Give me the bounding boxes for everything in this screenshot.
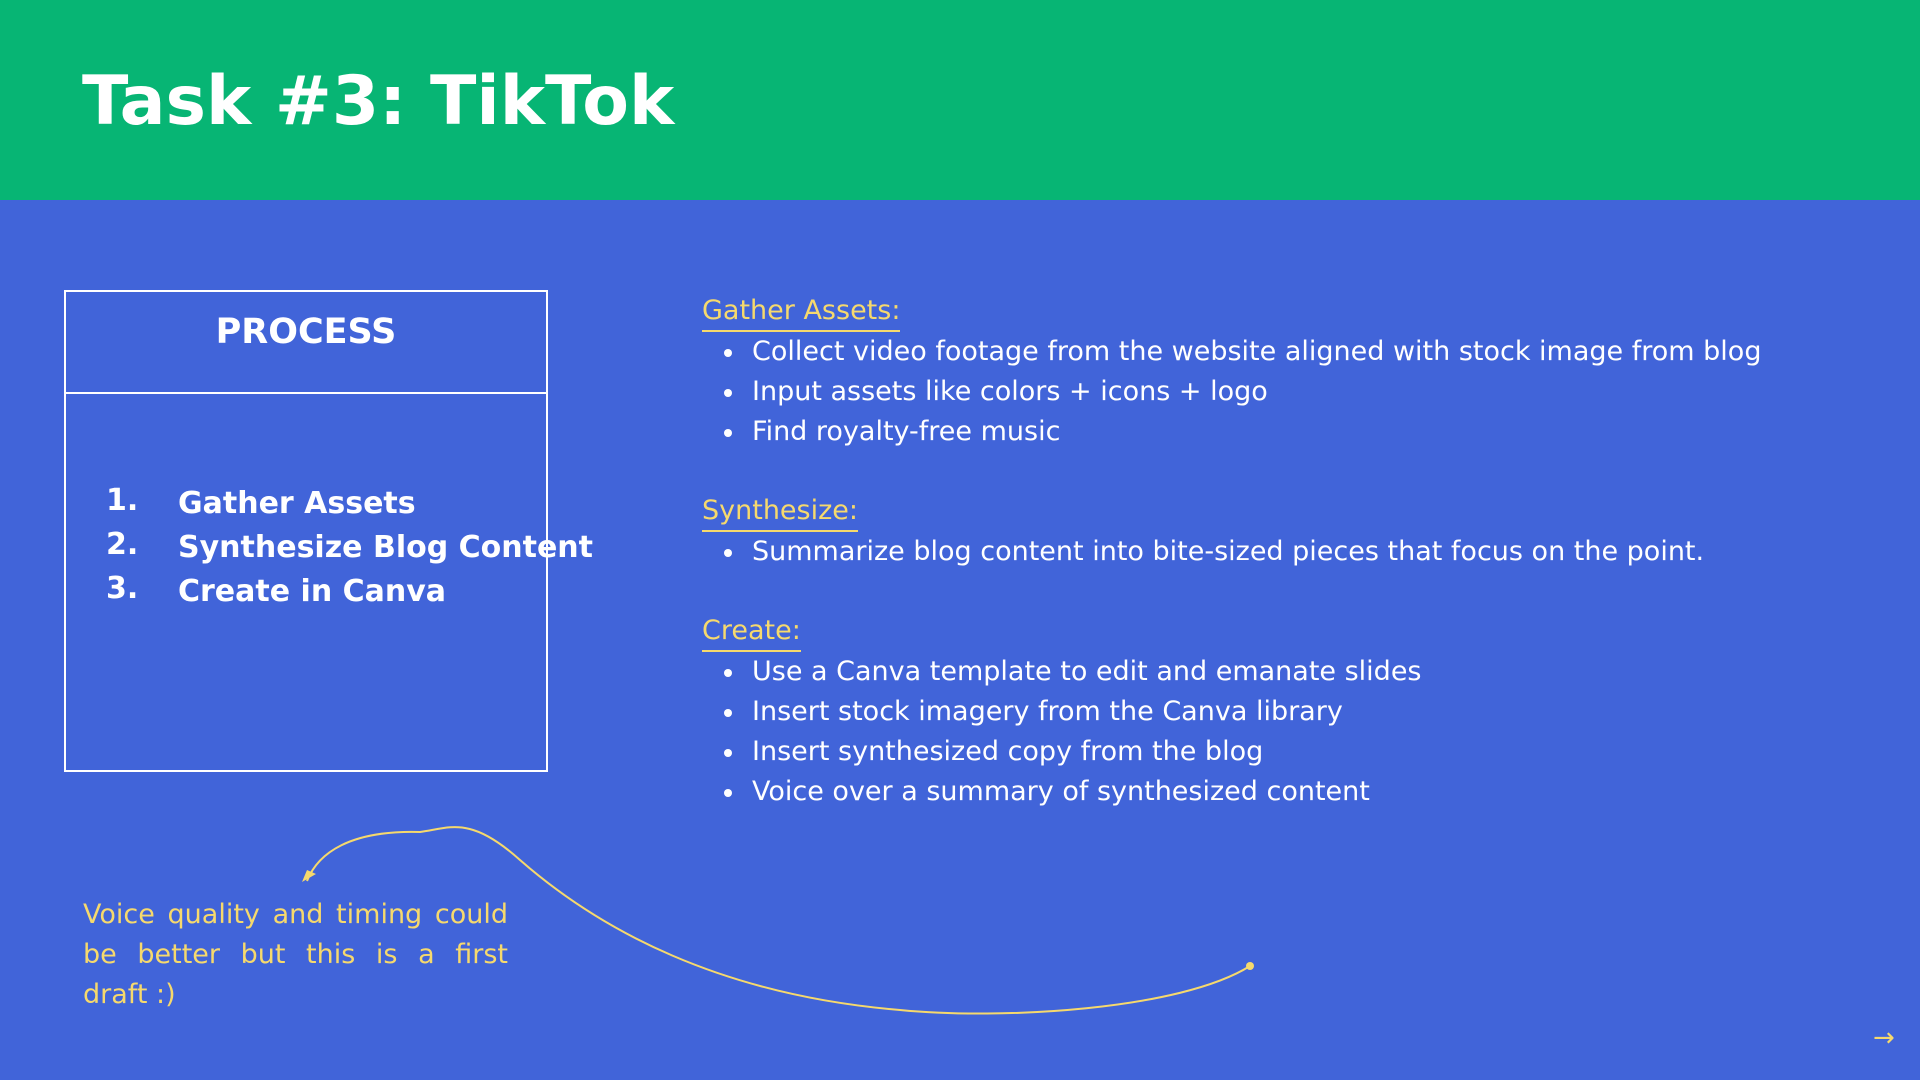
bullet-item: Collect video footage from the website a… [702,332,1852,372]
step-label: Synthesize Blog Content [178,530,594,565]
bullet-item: Summarize blog content into bite-sized p… [702,532,1852,572]
bullet-text: Voice over a summary of synthesized cont… [752,776,1370,807]
bullet-text: Use a Canva template to edit and emanate… [752,656,1422,687]
bullet-item: Find royalty-free music [702,412,1852,452]
bullet-dot-icon [724,789,732,797]
bullet-item: Input assets like colors + icons + logo [702,372,1852,412]
bullet-text: Insert synthesized copy from the blog [752,736,1264,767]
draft-note: Voice quality and timing could be better… [83,899,508,1010]
step-number: 2. [106,527,139,562]
section-heading: Synthesize: [702,492,858,532]
bullet-text: Find royalty-free music [752,416,1061,447]
bullet-list: Use a Canva template to edit and emanate… [702,652,1852,812]
bullet-text: Summarize blog content into bite-sized p… [752,536,1705,567]
bullet-dot-icon [724,669,732,677]
bullet-dot-icon [724,429,732,437]
bullet-dot-icon [724,749,732,757]
process-title: PROCESS [215,312,397,352]
bullet-dot-icon [724,349,732,357]
section-heading: Create: [702,612,801,652]
bullet-list: Summarize blog content into bite-sized p… [702,532,1852,572]
section-create: Create: Use a Canva template to edit and… [702,612,1852,812]
bullet-text: Input assets like colors + icons + logo [752,376,1268,407]
bullet-item: Insert synthesized copy from the blog [702,732,1852,772]
page-title: Task #3: TikTok [82,62,675,141]
bullet-list: Collect video footage from the website a… [702,332,1852,452]
header-banner: Task #3: TikTok [0,0,1920,200]
right-arrow-icon[interactable]: → [1873,1023,1895,1053]
curve-line [306,826,1251,1015]
step-number: 3. [106,571,139,606]
curve-arrowhead [302,870,316,882]
bullet-text: Insert stock imagery from the Canva libr… [752,696,1343,727]
bullet-item: Use a Canva template to edit and emanate… [702,652,1852,692]
bullet-dot-icon [724,389,732,397]
section-gather-assets: Gather Assets: Collect video footage fro… [702,292,1852,452]
section-heading: Gather Assets: [702,292,901,332]
section-synthesize: Synthesize: Summarize blog content into … [702,492,1852,572]
bullet-text: Collect video footage from the website a… [752,336,1762,367]
curve-start-dot [1246,962,1254,970]
bullet-dot-icon [724,549,732,557]
bullet-dot-icon [724,709,732,717]
step-label: Create in Canva [178,574,447,609]
bullet-item: Voice over a summary of synthesized cont… [702,772,1852,812]
process-header: PROCESS [66,292,546,394]
details-column: Gather Assets: Collect video footage fro… [702,292,1852,852]
process-box: PROCESS 1. Gather Assets 2. Synthesize B… [64,290,593,772]
step-number: 1. [106,483,139,518]
step-label: Gather Assets [178,486,416,521]
bullet-item: Insert stock imagery from the Canva libr… [702,692,1852,732]
